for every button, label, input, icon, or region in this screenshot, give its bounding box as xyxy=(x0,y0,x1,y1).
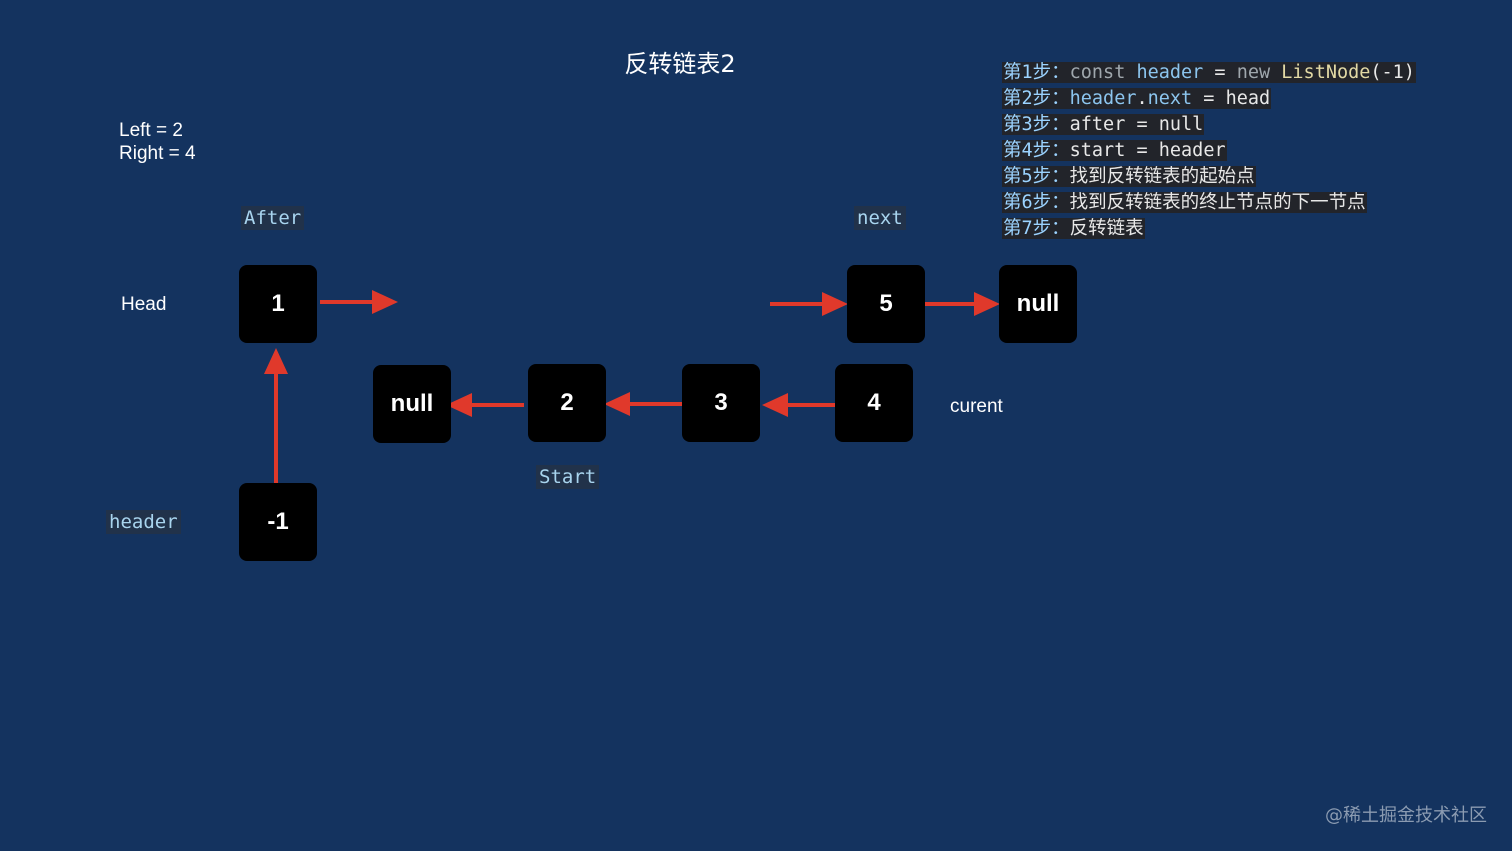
node-1: 1 xyxy=(239,265,317,343)
step-prefix: 第3步： xyxy=(1003,114,1070,135)
step-4: 第4步：start = header xyxy=(1002,138,1416,164)
step-token: 找到反转链表的终止节点的下一节点 xyxy=(1069,192,1366,213)
step-token: head xyxy=(1225,88,1271,109)
step-text: 第4步：start = header xyxy=(1002,140,1227,161)
step-text: 第1步：const header = new ListNode(-1) xyxy=(1002,62,1416,83)
step-token: start xyxy=(1069,140,1126,161)
after-label: After xyxy=(241,206,305,230)
step-token: ListNode xyxy=(1281,62,1371,83)
node-minus-1: -1 xyxy=(239,483,317,561)
steps-list: 第1步：const header = new ListNode(-1)第2步：h… xyxy=(1002,60,1416,242)
step-text: 第7步：反转链表 xyxy=(1002,218,1145,239)
step-text: 第5步：找到反转链表的起始点 xyxy=(1002,166,1256,187)
params-box: Left = 2 Right = 4 xyxy=(119,119,196,165)
step-3: 第3步：after = null xyxy=(1002,112,1416,138)
arrow-two-to-null-head xyxy=(446,393,472,417)
step-prefix: 第6步： xyxy=(1003,192,1070,213)
step-text: 第6步：找到反转链表的终止节点的下一节点 xyxy=(1002,192,1367,213)
left-param: Left = 2 xyxy=(119,120,183,141)
arrow-header-to-one-head xyxy=(264,348,288,374)
step-prefix: 第5步： xyxy=(1003,166,1070,187)
step-token: new xyxy=(1236,62,1282,83)
step-token: 反转链表 xyxy=(1069,218,1144,239)
step-token: = xyxy=(1203,62,1237,83)
arrow-five-to-null-head xyxy=(974,292,1000,316)
node-null-right: null xyxy=(999,265,1077,343)
step-token: 找到反转链表的起始点 xyxy=(1069,166,1255,187)
current-label: curent xyxy=(950,396,1003,417)
step-prefix: 第1步： xyxy=(1003,62,1070,83)
arrow-four-to-three-head xyxy=(762,393,788,417)
node-3: 3 xyxy=(682,364,760,442)
step-token: after xyxy=(1069,114,1126,135)
step-5: 第5步：找到反转链表的起始点 xyxy=(1002,164,1416,190)
arrow-three-to-two-head xyxy=(604,392,630,416)
step-6: 第6步：找到反转链表的终止节点的下一节点 xyxy=(1002,190,1416,216)
arrow-after-out-head xyxy=(372,290,398,314)
step-1: 第1步：const header = new ListNode(-1) xyxy=(1002,60,1416,86)
step-text: 第3步：after = null xyxy=(1002,114,1205,135)
step-text: 第2步：header.next = head xyxy=(1002,88,1272,109)
next-label: next xyxy=(854,206,906,230)
step-2: 第2步：header.next = head xyxy=(1002,86,1416,112)
watermark: @稀土掘金技术社区 xyxy=(1325,805,1487,826)
step-token: const xyxy=(1069,62,1137,83)
node-2: 2 xyxy=(528,364,606,442)
diagram-title: 反转链表2 xyxy=(624,50,736,78)
step-prefix: 第2步： xyxy=(1003,88,1070,109)
header-label: header xyxy=(106,510,181,534)
step-token: next xyxy=(1147,88,1193,109)
step-token: = xyxy=(1125,140,1159,161)
step-token: (-1) xyxy=(1370,62,1415,83)
arrow-into-five-head xyxy=(822,292,848,316)
step-token: header xyxy=(1158,140,1226,161)
step-token: null xyxy=(1158,114,1204,135)
head-label: Head xyxy=(121,294,167,315)
node-4: 4 xyxy=(835,364,913,442)
step-7: 第7步：反转链表 xyxy=(1002,216,1416,242)
step-prefix: 第4步： xyxy=(1003,140,1070,161)
node-null-left: null xyxy=(373,365,451,443)
step-token: = xyxy=(1192,88,1226,109)
start-label: Start xyxy=(536,465,600,489)
step-prefix: 第7步： xyxy=(1003,218,1070,239)
node-5: 5 xyxy=(847,265,925,343)
right-param: Right = 4 xyxy=(119,143,196,164)
step-token: = xyxy=(1125,114,1159,135)
step-token: header xyxy=(1069,88,1137,109)
step-token: . xyxy=(1136,88,1148,109)
step-token: header xyxy=(1136,62,1204,83)
